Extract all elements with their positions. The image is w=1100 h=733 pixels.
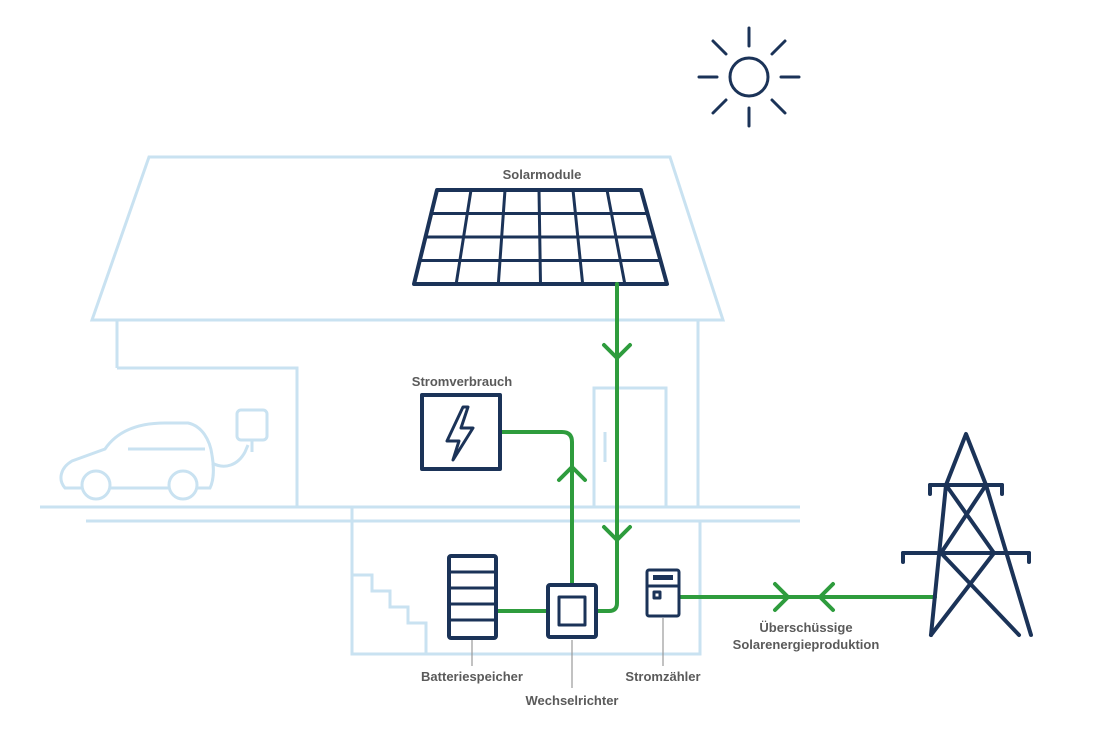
- arrow-left-grid: [818, 582, 835, 612]
- label-surplus-line1: Überschüssige: [759, 620, 852, 635]
- basement-outline: [350, 507, 702, 656]
- label-battery: Batteriespeicher: [421, 669, 523, 684]
- arrow-up-consumption: [557, 465, 587, 482]
- energy-flow: [495, 282, 937, 613]
- label-meter: Stromzähler: [625, 669, 700, 684]
- basement-stairs: [352, 573, 428, 654]
- consumption-icon: [420, 393, 502, 471]
- arrow-down-lower: [602, 525, 632, 542]
- label-solar-modules: Solarmodule: [503, 167, 582, 182]
- carport-outline: [117, 366, 299, 507]
- house-roof: [89, 155, 726, 322]
- flow-inverter-to-consumption: [498, 430, 574, 587]
- battery-icon: [447, 554, 498, 640]
- car-icon: [59, 421, 215, 501]
- solar-panel-icon: [412, 188, 669, 286]
- arrow-down-upper: [602, 343, 632, 360]
- label-consumption: Stromverbrauch: [412, 374, 512, 389]
- lightning-icon: [445, 405, 475, 462]
- sun-icon: [697, 26, 801, 128]
- charger-icon: [211, 408, 269, 468]
- power-pylon-icon: [901, 432, 1033, 637]
- inverter-icon: [546, 583, 598, 639]
- arrow-right-grid: [773, 582, 790, 612]
- house-outline: [40, 155, 800, 656]
- label-surplus-line2: Solarenergieproduktion: [733, 637, 880, 652]
- flow-panel-to-inverter: [594, 282, 619, 613]
- meter-icon: [645, 568, 681, 618]
- label-inverter: Wechselrichter: [526, 693, 619, 708]
